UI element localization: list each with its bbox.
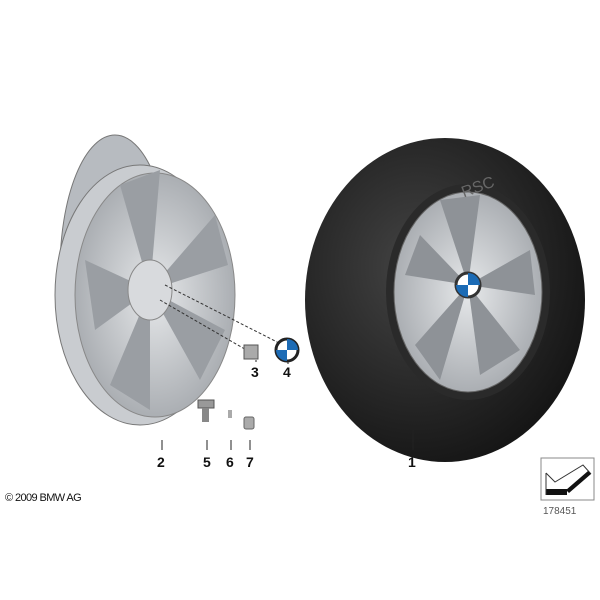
part-label-5[interactable]: 5 [203, 454, 211, 470]
leader-lines [161, 360, 414, 450]
wheel-bolt-drawing[interactable] [159, 299, 259, 360]
part-label-4[interactable]: 4 [283, 364, 291, 380]
part-label-2[interactable]: 2 [157, 454, 165, 470]
hub-cap-drawing[interactable] [164, 284, 300, 363]
valve-insert-drawing[interactable] [228, 410, 232, 418]
part-label-6[interactable]: 6 [226, 454, 234, 470]
diagram-number: 178451 [543, 506, 577, 517]
rim-drawing[interactable] [54, 134, 236, 426]
copyright-text: © 2009 BMW AG [5, 492, 82, 504]
valve-cap-drawing[interactable] [243, 416, 255, 430]
orientation-arrow-icon [540, 457, 595, 501]
complete-wheel-drawing[interactable]: RSC [305, 138, 585, 462]
valve-drawing[interactable] [197, 399, 215, 422]
part-label-1[interactable]: 1 [408, 454, 416, 470]
part-label-7[interactable]: 7 [246, 454, 254, 470]
part-label-3[interactable]: 3 [251, 364, 259, 380]
